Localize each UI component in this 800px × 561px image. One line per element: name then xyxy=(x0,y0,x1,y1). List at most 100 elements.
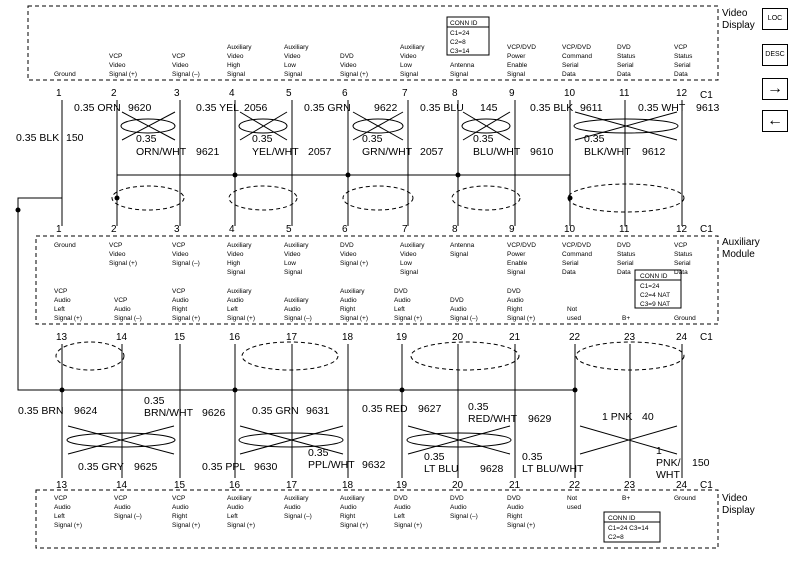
pin-label: Auxiliary xyxy=(227,44,252,51)
pin-label: DVD xyxy=(340,242,354,249)
pin-label: DVD xyxy=(507,495,521,502)
pin-label: Left xyxy=(394,513,405,520)
pin-number: 13 xyxy=(56,480,68,491)
pin-label: Signal (–) xyxy=(114,315,142,322)
pin-label: Audio xyxy=(507,504,524,511)
pin-label: VCP xyxy=(674,242,687,249)
svg-text:CONN ID: CONN ID xyxy=(608,515,636,522)
pin-label: Audio xyxy=(284,504,301,511)
pin-label: VCP xyxy=(109,242,122,249)
loc-button[interactable]: LOC xyxy=(762,8,788,30)
pin-label: Auxiliary xyxy=(340,288,365,295)
wire-label: 0.35 YEL xyxy=(196,102,239,114)
wire-label: 0.35 xyxy=(522,451,543,463)
pin-label: Signal xyxy=(400,71,419,78)
wire-label: 2056 xyxy=(244,102,268,114)
wire-label: PNK/ xyxy=(656,457,681,469)
pin-label: Auxiliary xyxy=(227,242,252,249)
pin-number: 2 xyxy=(111,224,117,235)
pin-label: Signal (–) xyxy=(450,513,478,520)
pin-label: Left xyxy=(227,513,238,520)
pin-label: Signal (–) xyxy=(114,513,142,520)
connector-c1-bottom: C1 xyxy=(700,480,713,491)
pin-label: VCP/DVD xyxy=(562,44,591,51)
pin-label: Status xyxy=(617,53,636,60)
wire-label: 9612 xyxy=(642,146,666,158)
pin-label: Auxiliary xyxy=(227,495,252,502)
pin-label: Video xyxy=(400,251,417,258)
prev-button[interactable]: ← xyxy=(762,110,788,132)
pin-label: Data xyxy=(617,71,631,78)
pin-label: Video xyxy=(172,62,189,69)
pin-number: 14 xyxy=(116,480,128,491)
pin-label: Data xyxy=(674,71,688,78)
next-button[interactable]: → xyxy=(762,78,788,100)
pin-label: DVD xyxy=(394,288,408,295)
pin-label: VCP xyxy=(172,53,185,60)
pin-label: Serial xyxy=(562,62,579,69)
wire-label: BLK/WHT xyxy=(584,146,631,158)
pin-label: Signal xyxy=(400,269,419,276)
wire-label: 2057 xyxy=(420,146,444,158)
wire-label: 9632 xyxy=(362,459,386,471)
arrow-left-icon: ← xyxy=(767,112,783,129)
pin-label: Signal (+) xyxy=(340,522,368,529)
conn-id-bottom: CONN ID C1=24 C3=14 C2=8 xyxy=(603,511,661,543)
wire-label: 0.35 GRN xyxy=(304,102,351,114)
pin-label: Right xyxy=(507,513,522,520)
pin-label: Right xyxy=(507,306,522,313)
pin-label: Left xyxy=(54,306,65,313)
pin-label: Ground xyxy=(674,495,696,502)
pin-label: Audio xyxy=(284,306,301,313)
wire-label: 1 PNK xyxy=(602,411,632,423)
pin-label: Signal xyxy=(227,71,246,78)
pin-label: Audio xyxy=(227,504,244,511)
pin-number: 21 xyxy=(509,480,521,491)
pin-label: Power xyxy=(507,53,526,60)
wire-label: 0.35 BLK xyxy=(530,102,573,114)
wire-label: 40 xyxy=(642,411,654,423)
pin-number: 13 xyxy=(56,332,68,343)
wire-label: BLU/WHT xyxy=(473,146,521,158)
pin-label: Signal (+) xyxy=(172,522,200,529)
pin-label: Left xyxy=(227,306,238,313)
pin-label: Audio xyxy=(507,297,524,304)
pin-label: Signal (+) xyxy=(54,522,82,529)
pin-label: VCP/DVD xyxy=(507,44,536,51)
pin-label: Signal (–) xyxy=(172,71,200,78)
wire-label: 0.35 xyxy=(136,133,157,145)
wire-label: 9621 xyxy=(196,146,220,158)
pin-label: Audio xyxy=(114,504,131,511)
wire-label: 9627 xyxy=(418,403,442,415)
pin-label: Signal (+) xyxy=(394,522,422,529)
video-display-top-box xyxy=(27,5,719,81)
wire-label: GRN/WHT xyxy=(362,146,413,158)
svg-text:Module: Module xyxy=(722,249,755,260)
pin-label: Low xyxy=(400,260,412,267)
pin-label: Antenna xyxy=(450,62,475,69)
conn-id-aux: CONN ID C1=24 C2=4 NAT C3=9 NAT xyxy=(634,269,682,309)
pin-label: Ground xyxy=(54,242,76,249)
svg-text:Video: Video xyxy=(722,493,748,504)
pin-label: Audio xyxy=(227,297,244,304)
wire-label: 9625 xyxy=(134,461,158,473)
svg-text:CONN ID: CONN ID xyxy=(450,20,478,27)
pin-label: Not xyxy=(567,306,577,313)
pin-label: Audio xyxy=(340,504,357,511)
wiring-lines xyxy=(17,100,685,478)
pin-label: Video xyxy=(227,251,244,258)
pin-label: Auxiliary xyxy=(284,495,309,502)
desc-button[interactable]: DESC xyxy=(762,44,788,66)
pin-label: Serial xyxy=(562,260,579,267)
pin-label: VCP xyxy=(172,242,185,249)
wire-label: 0.35 PPL xyxy=(202,461,245,473)
pin-label: Signal (+) xyxy=(227,315,255,322)
pin-label: Video xyxy=(284,251,301,258)
pin-number: 24 xyxy=(676,332,688,343)
pin-label: Video xyxy=(340,251,357,258)
svg-text:C2=4 NAT: C2=4 NAT xyxy=(640,292,670,299)
pin-number: 10 xyxy=(564,224,576,235)
pin-label: Auxiliary xyxy=(400,44,425,51)
pin-number: 16 xyxy=(229,480,241,491)
